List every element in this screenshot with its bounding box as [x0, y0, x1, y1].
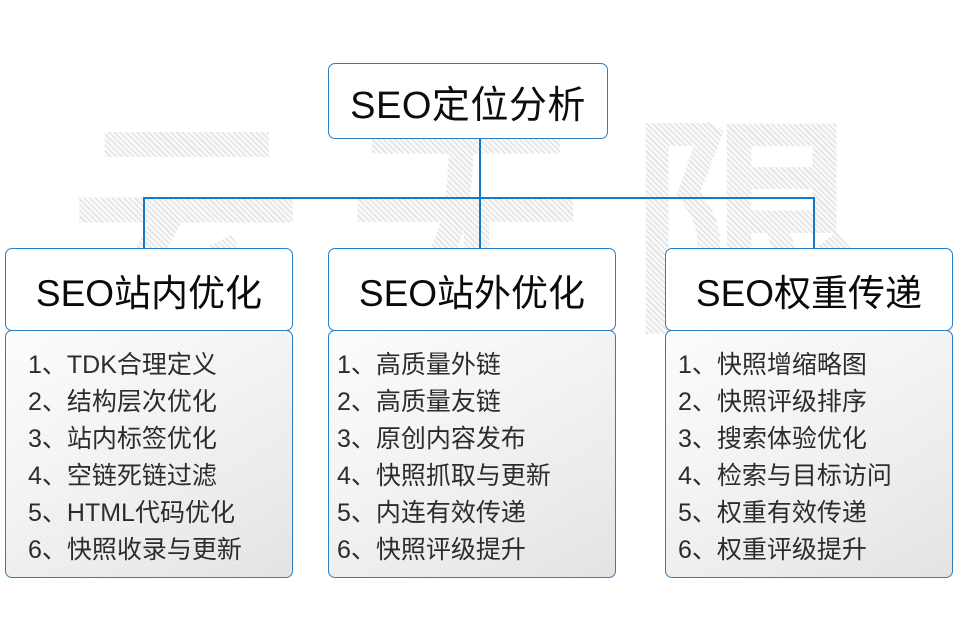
branch-column-3: SEO权重传递 1、快照增缩略图 2、快照评级排序 3、搜索体验优化 4、检索与… — [665, 248, 953, 578]
list-item: 2、快照评级排序 — [678, 388, 867, 416]
list-item: 1、高质量外链 — [337, 351, 501, 379]
list-item: 5、权重有效传递 — [678, 499, 867, 527]
root-node[interactable]: SEO定位分析 — [328, 63, 608, 139]
connector-horizontal-bar — [143, 197, 814, 199]
branch-header-2[interactable]: SEO站外优化 — [328, 248, 616, 331]
branch-column-1: SEO站内优化 1、TDK合理定义 2、结构层次优化 3、站内标签优化 4、空链… — [5, 248, 293, 578]
list-item: 5、内连有效传递 — [337, 499, 526, 527]
branch-header-1[interactable]: SEO站内优化 — [5, 248, 293, 331]
branch-header-label-1: SEO站内优化 — [35, 272, 263, 314]
connector-title-down — [479, 139, 481, 198]
connector-branch-middle — [479, 197, 481, 248]
root-node-label: SEO定位分析 — [350, 84, 586, 127]
list-item: 5、HTML代码优化 — [28, 499, 235, 527]
list-item: 2、结构层次优化 — [28, 388, 217, 416]
list-item: 4、空链死链过滤 — [28, 462, 217, 490]
connector-branch-right — [813, 197, 815, 248]
connector-branch-left — [143, 197, 145, 248]
branch-column-2: SEO站外优化 1、高质量外链 2、高质量友链 3、原创内容发布 4、快照抓取与… — [328, 248, 616, 578]
list-item: 6、快照评级提升 — [337, 536, 526, 564]
branch-header-3[interactable]: SEO权重传递 — [665, 248, 953, 331]
list-item: 3、搜索体验优化 — [678, 425, 867, 453]
list-item: 1、快照增缩略图 — [678, 351, 867, 379]
list-item: 6、快照收录与更新 — [28, 536, 242, 564]
list-item: 2、高质量友链 — [337, 388, 501, 416]
branch-list-2: 1、高质量外链 2、高质量友链 3、原创内容发布 4、快照抓取与更新 5、内连有… — [328, 330, 616, 578]
list-item: 3、站内标签优化 — [28, 425, 217, 453]
branch-header-label-3: SEO权重传递 — [695, 272, 923, 314]
branch-list-3: 1、快照增缩略图 2、快照评级排序 3、搜索体验优化 4、检索与目标访问 5、权… — [665, 330, 953, 578]
list-item: 4、快照抓取与更新 — [337, 462, 551, 490]
list-item: 3、原创内容发布 — [337, 425, 526, 453]
list-item: 1、TDK合理定义 — [28, 351, 217, 379]
list-item: 4、检索与目标访问 — [678, 462, 892, 490]
list-item: 6、权重评级提升 — [678, 536, 867, 564]
branch-header-label-2: SEO站外优化 — [358, 272, 586, 314]
branch-list-1: 1、TDK合理定义 2、结构层次优化 3、站内标签优化 4、空链死链过滤 5、H… — [5, 330, 293, 578]
